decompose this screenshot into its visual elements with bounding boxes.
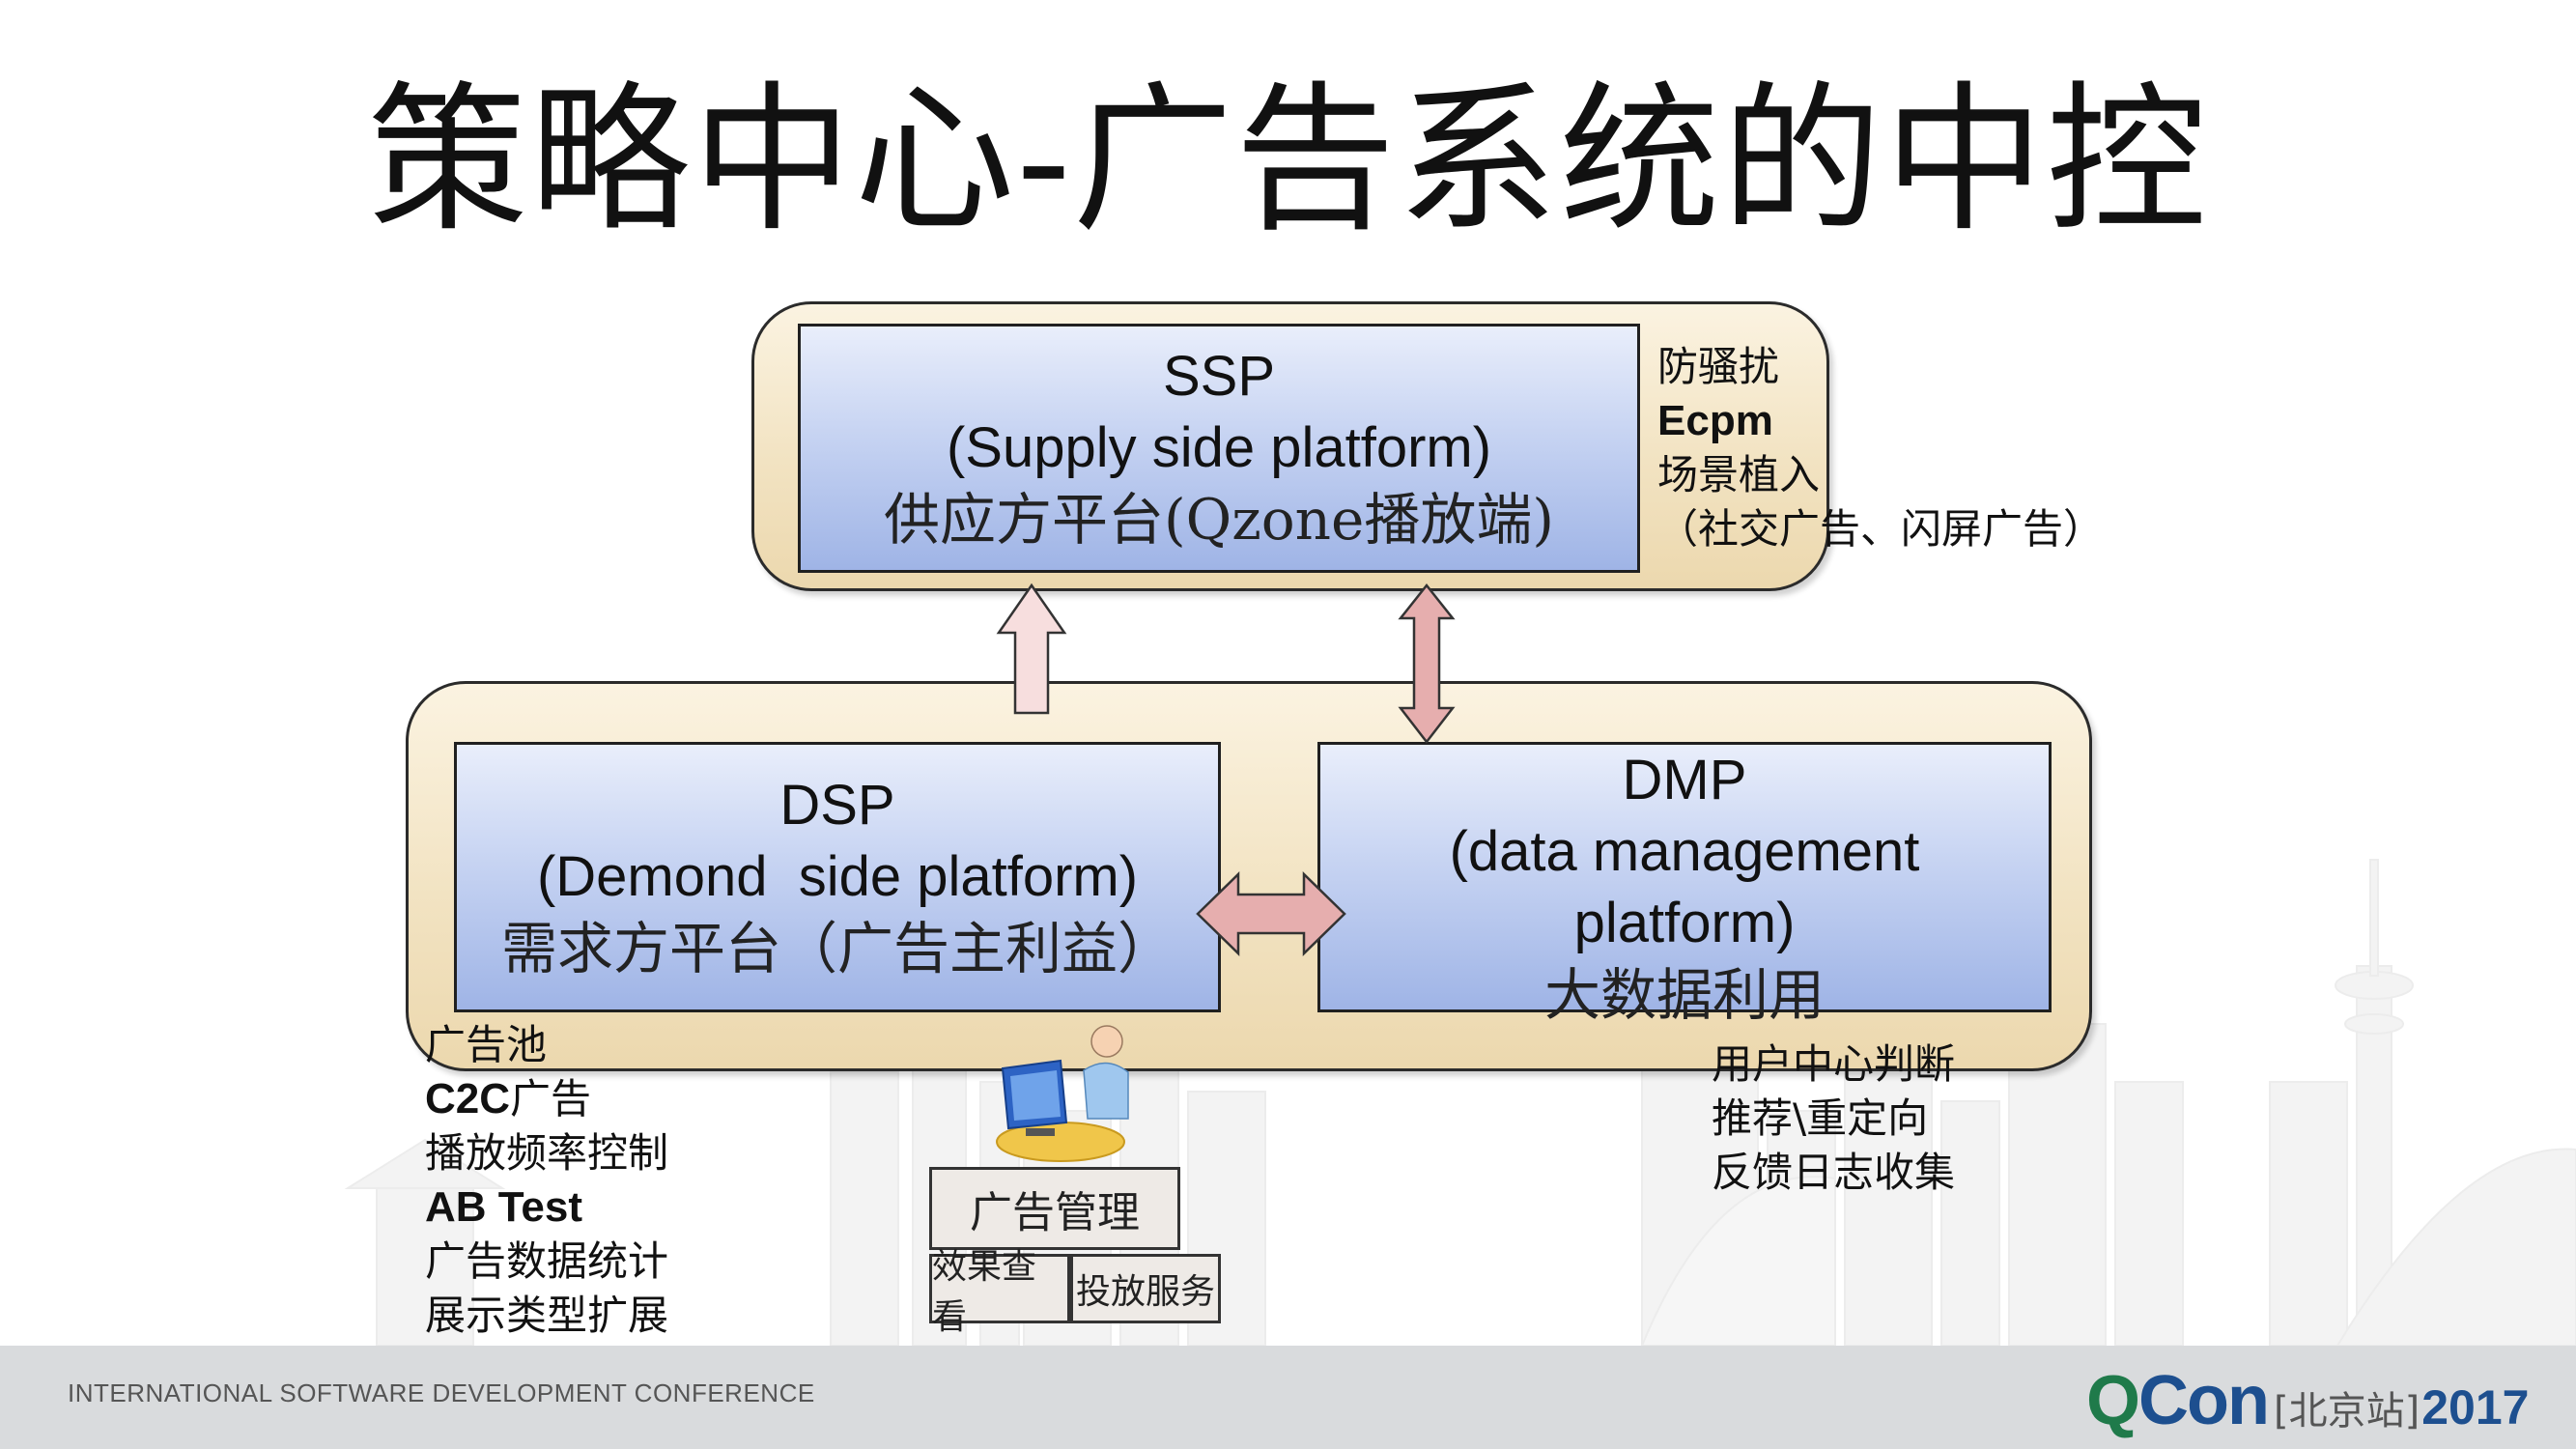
note-recommend-retarget: 推荐\重定向 — [1712, 1094, 1929, 1142]
logo-con: Con — [2138, 1362, 2270, 1439]
note-feedback-logs: 反馈日志收集 — [1712, 1149, 1956, 1196]
dmp-box: DMP (data management platform) 大数据利用 — [1317, 742, 2052, 1028]
ssp-dmp-double-arrow — [1398, 582, 1456, 745]
dmp-fullname-line2: platform) — [1573, 892, 1796, 954]
note-frequency-control: 播放频率控制 — [425, 1129, 669, 1177]
dsp-abbr: DSP — [779, 774, 895, 837]
note-c2c-suffix: 广告 — [510, 1075, 592, 1122]
note-ecpm: Ecpm — [1657, 397, 1773, 444]
qcon-logo: Q Con [北京站] 2017 — [2086, 1361, 2530, 1439]
dmp-fullname-line1: (data management — [1449, 820, 1920, 883]
note-ad-pool: 广告池 — [425, 1021, 548, 1068]
ssp-box: SSP (Supply side platform) 供应方平台(Qzone播放… — [798, 324, 1640, 573]
dsp-to-ssp-arrow — [996, 582, 1067, 715]
note-anti-harassment: 防骚扰 — [1657, 343, 1780, 390]
dsp-dmp-double-arrow — [1196, 871, 1346, 956]
ad-management-box: 广告管理 — [929, 1167, 1180, 1250]
note-display-type-extension: 展示类型扩展 — [425, 1292, 669, 1339]
note-c2c: C2C — [425, 1075, 511, 1122]
ssp-abbr: SSP — [1162, 345, 1276, 408]
dsp-box: DSP (Demond side platform) 需求方平台（广告主利益） — [454, 742, 1221, 1012]
dsp-fullname: (Demond side platform) — [536, 845, 1139, 908]
dmp-notes: 用户中心判断 推荐\重定向 反馈日志收集 — [1712, 1037, 1955, 1200]
note-ad-types: （社交广告、闪屏广告） — [1657, 505, 2105, 553]
dsp-chinese-name: 需求方平台（广告主利益） — [500, 916, 1174, 981]
conference-name: INTERNATIONAL SOFTWARE DEVELOPMENT CONFE… — [68, 1378, 815, 1407]
delivery-service-box: 投放服务 — [1070, 1254, 1221, 1323]
ssp-fullname: (Supply side platform) — [946, 416, 1492, 479]
ssp-notes: 防骚扰 Ecpm 场景植入 （社交广告、闪屏广告） — [1657, 340, 2104, 556]
dmp-chinese-name: 大数据利用 — [1543, 962, 1825, 1028]
effect-view-box: 效果查看 — [929, 1247, 1070, 1337]
logo-city: [北京站] — [2273, 1389, 2420, 1434]
note-c2c-ad: C2C广告 — [425, 1072, 668, 1126]
dmp-abbr: DMP — [1622, 749, 1747, 811]
dsp-notes: 广告池 C2C广告 播放频率控制 AB Test 广告数据统计 展示类型扩展 — [425, 1018, 668, 1343]
footer-bar: INTERNATIONAL SOFTWARE DEVELOPMENT CONFE… — [0, 1346, 2576, 1449]
note-user-center: 用户中心判断 — [1712, 1040, 1956, 1088]
user-computer-icon — [996, 1025, 1129, 1162]
note-ad-data-stats: 广告数据统计 — [425, 1237, 669, 1285]
logo-year: 2017 — [2421, 1380, 2530, 1435]
note-ab-test: AB Test — [425, 1183, 582, 1231]
page-title: 策略中心-广告系统的中控 — [367, 68, 2209, 254]
note-scene-placement: 场景植入 — [1657, 451, 1821, 498]
logo-q: Q — [2086, 1362, 2140, 1439]
ssp-chinese-name: 供应方平台(Qzone播放端) — [884, 487, 1554, 553]
